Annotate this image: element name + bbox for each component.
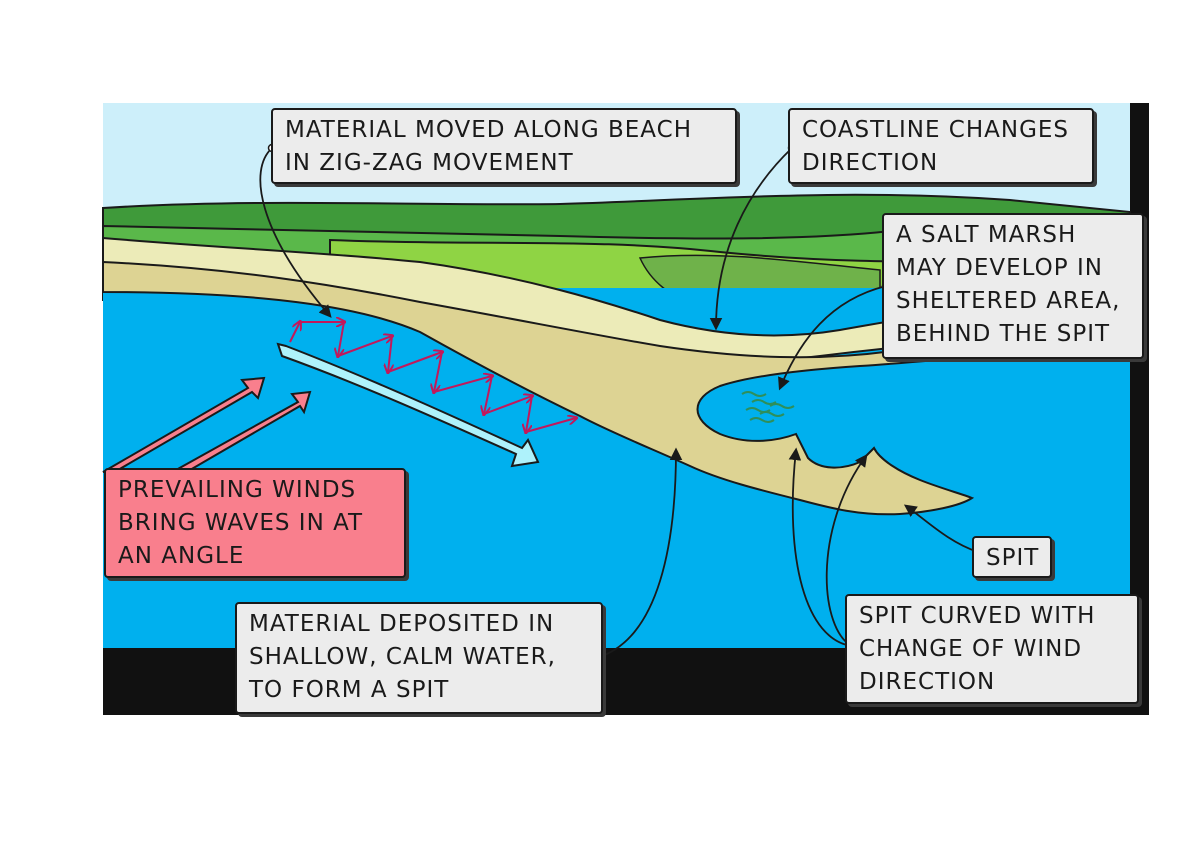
label-spit: SPIT (972, 536, 1052, 578)
label-line: AN ANGLE (118, 543, 245, 569)
label-zigzag-movement: MATERIAL MOVED ALONG BEACH IN ZIG-ZAG MO… (271, 108, 737, 184)
label-line: CHANGE OF WIND (859, 636, 1083, 662)
label-line: SHELTERED AREA, (896, 288, 1121, 314)
label-line: BEHIND THE SPIT (896, 321, 1111, 347)
label-line: MATERIAL DEPOSITED IN (249, 611, 555, 637)
label-salt-marsh: A SALT MARSH MAY DEVELOP IN SHELTERED AR… (882, 213, 1144, 359)
label-line: TO FORM A SPIT (249, 677, 450, 703)
label-spit-curved: SPIT CURVED WITH CHANGE OF WIND DIRECTIO… (845, 594, 1139, 704)
label-line: A SALT MARSH (896, 222, 1077, 248)
label-line: PREVAILING WINDS (118, 477, 357, 503)
label-coastline-changes: COASTLINE CHANGES DIRECTION (788, 108, 1094, 184)
label-line: MATERIAL MOVED ALONG BEACH (285, 117, 692, 143)
label-line: DIRECTION (859, 669, 996, 695)
wind-arrow-1 (102, 376, 266, 473)
callout-lines (259, 147, 979, 659)
label-line: SPIT (986, 545, 1040, 571)
spit-landform (102, 260, 1131, 516)
label-material-deposited: MATERIAL DEPOSITED IN SHALLOW, CALM WATE… (235, 602, 603, 714)
label-line: IN ZIG-ZAG MOVEMENT (285, 150, 574, 176)
label-line: COASTLINE CHANGES (802, 117, 1070, 143)
longshore-drift-arrow (276, 342, 540, 468)
label-prevailing-winds: PREVAILING WINDS BRING WAVES IN AT AN AN… (104, 468, 406, 578)
label-line: SHALLOW, CALM WATER, (249, 644, 556, 670)
zigzag-arrows (289, 322, 576, 432)
wind-arrow-2 (172, 390, 312, 471)
salt-marsh-marks (741, 391, 795, 423)
label-line: DIRECTION (802, 150, 939, 176)
label-line: BRING WAVES IN AT (118, 510, 364, 536)
label-line: SPIT CURVED WITH (859, 603, 1096, 629)
label-line: MAY DEVELOP IN (896, 255, 1103, 281)
